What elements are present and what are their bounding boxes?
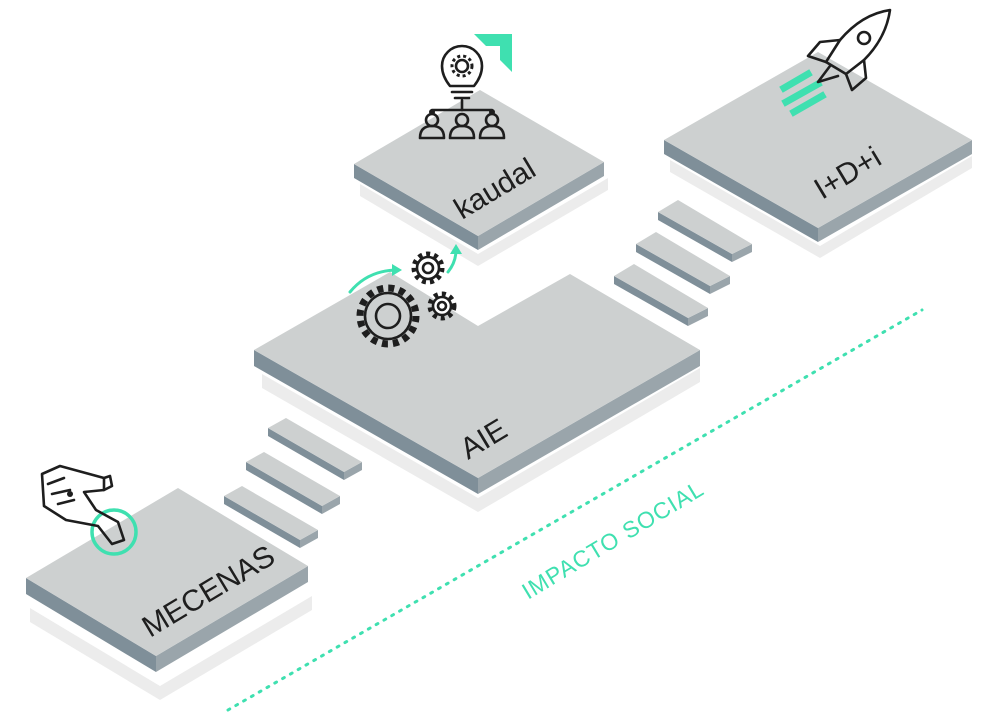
impacto-social-label: IMPACTO SOCIAL bbox=[517, 475, 708, 604]
robot-hand-icon bbox=[40, 464, 138, 556]
block-mecenas: MECENAS bbox=[26, 488, 312, 700]
step bbox=[246, 452, 340, 514]
steps-upper bbox=[614, 200, 752, 326]
lightbulb-team-icon bbox=[418, 34, 512, 140]
step bbox=[658, 200, 752, 262]
rocket-icon bbox=[779, 8, 892, 117]
block-kaudal: kaudal bbox=[354, 90, 608, 266]
step bbox=[636, 232, 730, 294]
steps-lower bbox=[224, 418, 362, 548]
step bbox=[614, 264, 708, 326]
gears-icon bbox=[348, 244, 462, 348]
step bbox=[268, 418, 362, 480]
block-idi: I+D+i bbox=[664, 52, 972, 258]
impacto-social-dotted-line bbox=[226, 308, 924, 712]
step bbox=[224, 486, 318, 548]
